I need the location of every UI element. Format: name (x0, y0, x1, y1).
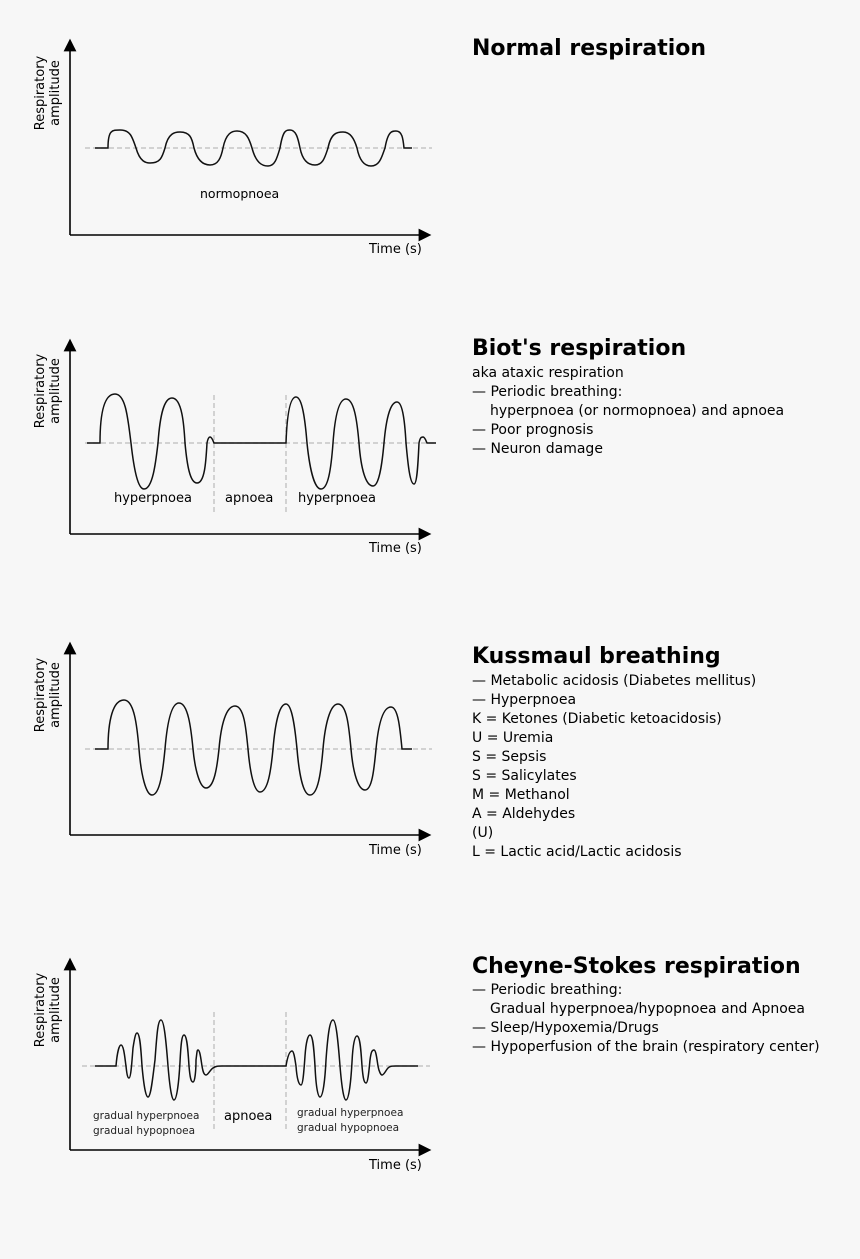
note-item: — Hypoperfusion of the brain (respirator… (472, 1039, 820, 1055)
segment-label-apnoea: apnoea (225, 491, 274, 506)
x-axis-label: Time (s) (369, 843, 422, 858)
segment-label-hyperpnoea: hyperpnoea (114, 491, 192, 506)
segment-label-normopnoea: normopnoea (200, 186, 280, 201)
waveform-kussmaul (95, 699, 412, 796)
biots-respiration-chart (63, 338, 436, 541)
note-item: Gradual hyperpnoea/hypopnoea and Apnoea (490, 1001, 805, 1017)
notes-list: — Metabolic acidosis (Diabetes mellitus)… (472, 672, 756, 862)
axes (63, 641, 432, 842)
note-item: M = Methanol (472, 787, 570, 803)
note-item: — Sleep/Hypoxemia/Drugs (472, 1020, 659, 1036)
waveform-normopnoea (95, 129, 412, 167)
panel-title: Kussmaul breathing (472, 644, 721, 669)
panel-title: Biot's respiration (472, 336, 687, 361)
waveform-cheyne-stokes (95, 1019, 418, 1101)
note-item: aka ataxic respiration (472, 365, 624, 381)
segment-label-hyperpnoea: hyperpnoea (298, 491, 376, 506)
note-item: — Hyperpnoea (472, 692, 577, 708)
waveform-biot (87, 393, 436, 490)
note-item: U = Uremia (472, 730, 554, 746)
normal-respiration-chart (63, 38, 432, 242)
note-item: S = Sepsis (472, 749, 547, 765)
note-item: K = Ketones (Diabetic ketoacidosis) (472, 711, 722, 727)
note-item: — Poor prognosis (472, 422, 594, 438)
notes-list: aka ataxic respiration — Periodic breath… (472, 364, 784, 459)
note-item: — Neuron damage (472, 441, 603, 457)
x-axis-label: Time (s) (369, 541, 422, 556)
note-item: A = Aldehydes (472, 806, 576, 822)
segment-label-apnoea: apnoea (224, 1109, 273, 1124)
note-item: S = Salicylates (472, 768, 577, 784)
axes (63, 957, 432, 1157)
axes (63, 38, 432, 242)
note-item: L = Lactic acid/Lactic acidosis (472, 844, 682, 860)
cheyne-stokes-respiration-chart (63, 957, 432, 1157)
note-item: — Periodic breathing: (472, 384, 623, 400)
panel-title: Cheyne-Stokes respiration (472, 954, 801, 979)
notes-list: — Periodic breathing: Gradual hyperpnoea… (472, 981, 820, 1057)
x-axis-label: Time (s) (369, 1158, 422, 1173)
note-item: hyperpnoea (or normopnoea) and apnoea (490, 403, 785, 419)
kussmaul-breathing-chart (63, 641, 432, 842)
x-axis-label: Time (s) (369, 242, 422, 257)
axes (63, 338, 432, 541)
panel-title: Normal respiration (472, 36, 707, 61)
note-item: — Periodic breathing: (472, 982, 623, 998)
note-item: — Metabolic acidosis (Diabetes mellitus) (472, 673, 757, 689)
note-item: (U) (472, 825, 494, 841)
